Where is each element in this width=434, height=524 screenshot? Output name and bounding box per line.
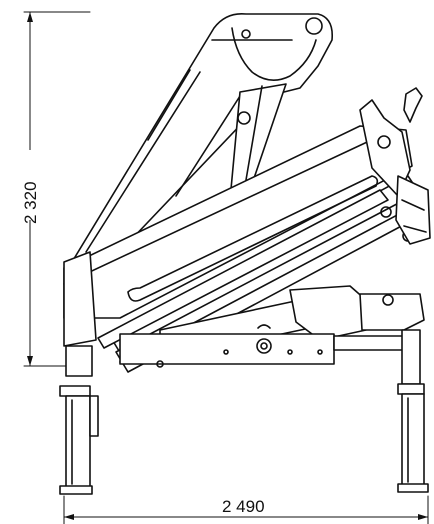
- inner-boom: [71, 12, 334, 263]
- height-dimension: 2 320: [20, 11, 91, 367]
- width-dimension: 2 490: [63, 495, 429, 524]
- base-frame: [119, 293, 425, 368]
- left-outrigger: [59, 345, 99, 495]
- width-label: 2 490: [222, 497, 265, 516]
- extension-tubes: [97, 175, 425, 373]
- boom-head: [359, 87, 431, 245]
- right-outrigger: [397, 329, 429, 493]
- height-label: 2 320: [21, 181, 40, 224]
